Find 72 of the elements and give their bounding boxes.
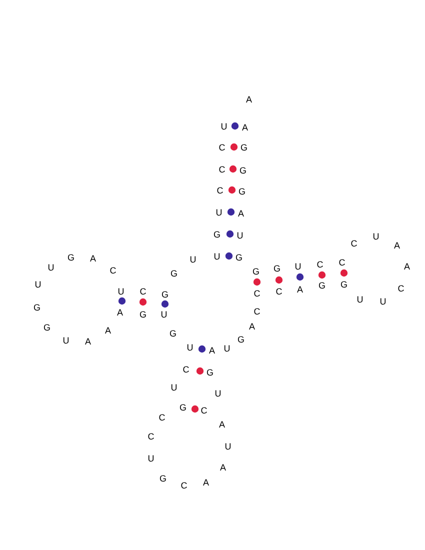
nucleotide-letter: U <box>34 280 42 290</box>
nucleotide-letter: G <box>180 404 186 412</box>
nucleotide-letter: C <box>350 240 358 248</box>
nucleotide-letter: G <box>44 324 50 332</box>
nucleotide-letter: A <box>246 96 252 104</box>
nucleotide-letter: U <box>186 344 194 352</box>
nucleotide-letter: C <box>180 482 188 490</box>
nucleotide-letter: A <box>297 286 303 294</box>
nucleotide-letter: A <box>209 346 215 356</box>
nucleotide-letter: C <box>276 288 282 296</box>
nucleotide-letter: U <box>190 256 196 264</box>
nucleotide-letter: U <box>224 344 230 354</box>
nucleotide-letter: C <box>182 366 190 374</box>
nucleotide-letter: C <box>218 166 226 174</box>
nucleotide-letter: G <box>162 290 168 300</box>
nucleotide-letter: C <box>316 260 324 270</box>
nucleotide-letter: C <box>398 284 404 294</box>
nucleotide-letter: C <box>216 186 224 196</box>
nucleotide-letter: C <box>200 406 208 416</box>
nucleotide-letter: U <box>216 208 222 218</box>
nucleotide-letter: A <box>249 322 255 332</box>
nucleotide-letter: C <box>110 266 116 276</box>
nucleotide-letter: U <box>294 262 302 272</box>
nucleotide-letter: G <box>160 474 166 484</box>
nucleotide-letter: G <box>318 282 326 290</box>
nucleotide-letter: U <box>118 288 124 296</box>
nucleotide-letter: G <box>238 336 244 344</box>
nucleotide-letter: C <box>140 288 146 296</box>
nucleotide-letter: A <box>219 420 225 430</box>
nucleotide-letter: U <box>214 252 220 262</box>
nucleotide-letter: G <box>214 230 220 240</box>
nucleotide-letter: G <box>170 270 178 278</box>
nucleotide-letter: C <box>338 258 346 268</box>
nucleotide-letter: G <box>238 188 246 196</box>
nucleotide-letter: G <box>252 268 260 276</box>
nucleotide-letter: U <box>160 310 168 320</box>
nucleotide-letter: U <box>214 390 222 398</box>
nucleotide-letter: A <box>238 210 244 218</box>
nucleotide-letter: G <box>34 304 40 312</box>
nucleotide-letter: U <box>380 298 386 306</box>
nucleotide-letter: C <box>254 290 260 298</box>
nucleotide-letter: G <box>274 264 280 274</box>
nucleotide-letter: G <box>170 330 176 338</box>
nucleotide-letter: C <box>218 144 226 152</box>
nucleotide-letter: G <box>240 166 246 176</box>
nucleotide-letter: U <box>48 264 54 272</box>
nucleotide-letter: A <box>105 326 111 336</box>
nucleotide-letter: U <box>220 122 228 132</box>
nucleotide-letter: U <box>224 442 232 452</box>
nucleotide-letter: U <box>148 454 154 464</box>
nucleotide-letter: U <box>170 384 178 392</box>
nucleotide-letter: G <box>206 368 214 378</box>
nucleotide-letter: C <box>254 308 260 316</box>
nucleotide-letter: C <box>148 432 154 442</box>
nucleotide-letter: G <box>236 254 242 262</box>
nucleotide-letter: A <box>90 254 96 264</box>
nucleotide-letter: U <box>372 232 380 242</box>
nucleotide-letter: A <box>203 478 209 488</box>
nucleotide-letter: G <box>240 144 248 152</box>
nucleotide-letter: A <box>242 124 248 132</box>
nucleotide-letter: U <box>62 336 70 346</box>
nucleotide-letter: A <box>220 464 226 472</box>
nucleotide-letter: G <box>68 254 74 262</box>
nucleotide-letter: G <box>340 280 348 290</box>
nucleotide-letter: C <box>158 414 166 422</box>
nucleotide-letter: A <box>117 308 123 318</box>
nucleotide-letter: G <box>140 310 146 320</box>
nucleotide-letter: A <box>394 242 400 250</box>
nucleotide-letter: A <box>85 338 91 346</box>
nucleotide-letter: U <box>236 232 244 240</box>
nucleotide-letter: U <box>356 296 364 304</box>
nucleotide-letter: A <box>404 262 410 272</box>
